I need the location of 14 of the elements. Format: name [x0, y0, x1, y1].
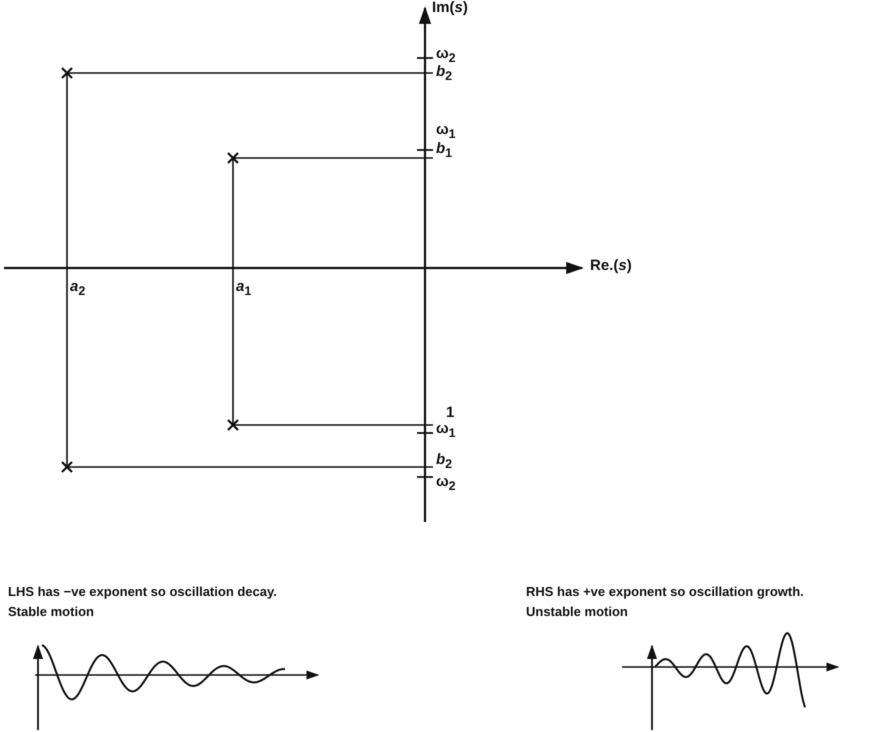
tick-label: ω$_{2}$ — [436, 474, 456, 494]
tick-label: 1 — [446, 405, 454, 422]
axis-label: Im(s) — [432, 0, 468, 16]
tick-label: b$_{1}$ — [436, 141, 452, 161]
tick-label: b$_{2}$ — [436, 64, 452, 84]
tick-label: a$_{2}$ — [70, 279, 86, 299]
note-text: RHS has +ve exponent so oscillation growth. Unstable motion — [526, 583, 805, 620]
note-text: LHS has −ve exponent so oscillation decay. Stable motion — [8, 583, 278, 620]
tick-label: ω$_{2}$ — [436, 46, 456, 65]
tick-label: a$_{1}$ — [236, 279, 252, 299]
tick-label: b$_{2}$ — [436, 452, 452, 472]
axis-label: Re.(s) — [590, 258, 632, 274]
tick-label: ω$_{1}$ — [436, 122, 456, 142]
tick-label: ω$_{1}$ — [436, 421, 456, 441]
